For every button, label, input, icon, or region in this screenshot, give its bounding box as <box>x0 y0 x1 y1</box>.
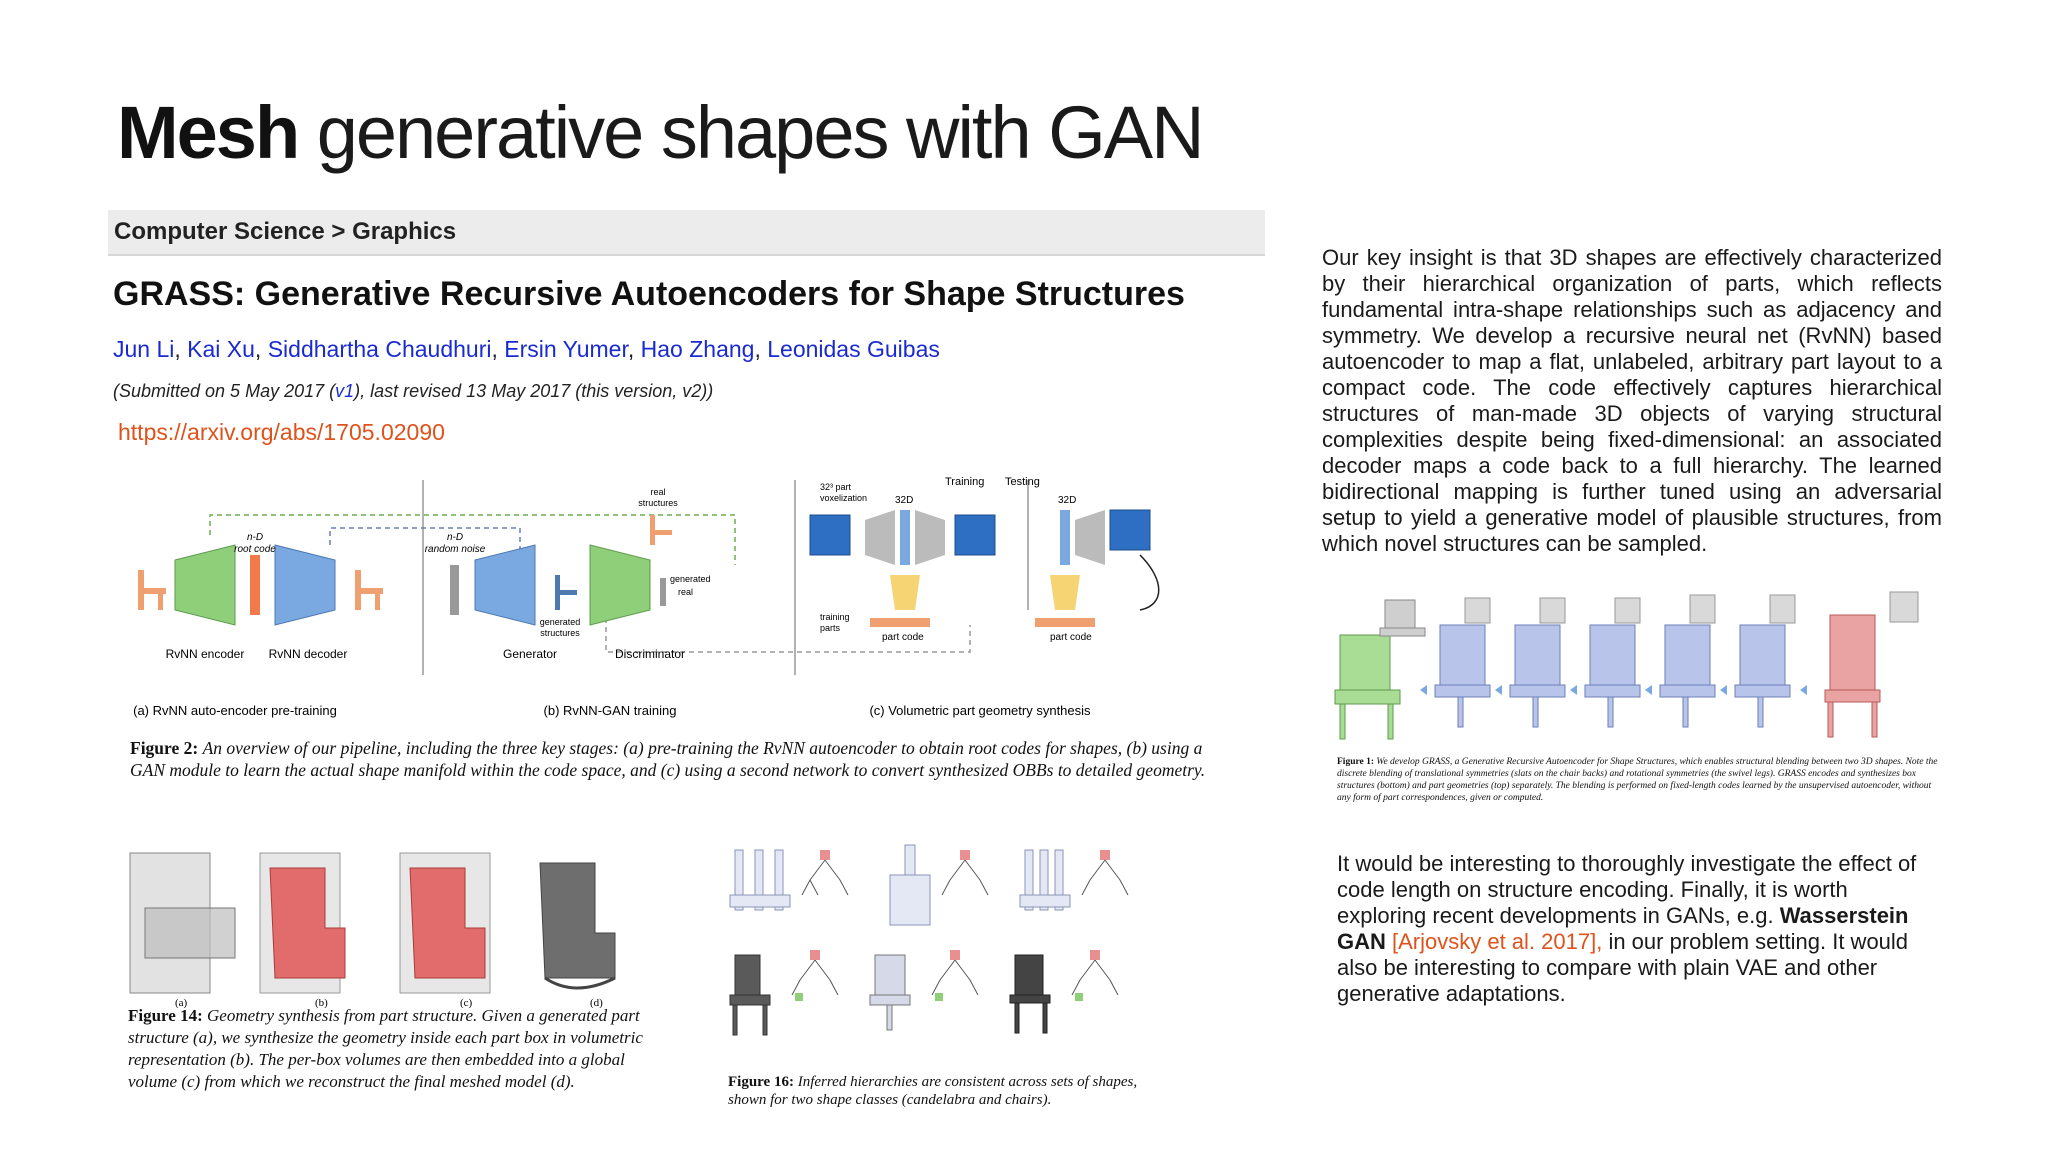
figure-14-label: Figure 14: <box>128 1006 203 1025</box>
decoder-trapezoid <box>274 544 336 626</box>
chair-icon <box>1589 624 1636 691</box>
svg-text:part code: part code <box>1050 632 1092 643</box>
sublabel-c: (c) <box>460 997 473 1008</box>
author-link[interactable]: Ersin Yumer <box>504 336 628 362</box>
figure-16-label: Figure 16: <box>728 1074 794 1090</box>
voxel-grid-icon <box>954 514 996 556</box>
future-text-b: in our problem setting. It would also be… <box>1337 929 1909 1006</box>
chair-icon <box>1009 954 1051 1034</box>
chair-global-volume <box>399 852 491 994</box>
author-link[interactable]: Jun Li <box>113 336 175 362</box>
title-bold-word: Mesh <box>117 91 300 174</box>
label-rvnn-decoder: RvNN decoder <box>269 647 348 661</box>
chair-icon <box>1514 624 1561 691</box>
figure-2-text: An overview of our pipeline, including t… <box>130 738 1206 780</box>
figure-14-caption: Figure 14: Geometry synthesis from part … <box>128 1005 648 1093</box>
svg-text:32D: 32D <box>1058 495 1076 506</box>
author-link[interactable]: Leonidas Guibas <box>767 336 940 362</box>
encoder-trapezoid <box>174 544 236 626</box>
arxiv-url-link[interactable]: https://arxiv.org/abs/1705.02090 <box>118 419 445 445</box>
citation-arjovsky: [Arjovsky et al. 2017], <box>1385 929 1603 954</box>
chair-voxel-parts <box>259 852 346 994</box>
figure-1-chair-blending <box>1334 591 1919 740</box>
slide-title: Mesh generative shapes with GAN <box>117 96 1205 170</box>
paper-title: GRASS: Generative Recursive Autoencoders… <box>113 275 1185 313</box>
submitted-prefix: (Submitted on 5 May 2017 ( <box>113 381 336 401</box>
chair-icon <box>355 570 383 610</box>
svg-text:Training: Training <box>945 476 984 488</box>
chair-icon <box>1439 624 1486 691</box>
chair-icon <box>729 954 771 1036</box>
chair-icon <box>1334 634 1401 740</box>
sublabel-d: (d) <box>590 997 603 1008</box>
chair-icon <box>1739 624 1786 691</box>
future-work-paragraph: It would be interesting to thoroughly in… <box>1337 851 1930 1007</box>
label-part-code: part code <box>882 632 924 643</box>
svg-text:real: real <box>678 587 693 597</box>
figure-1-caption: Figure 1: We develop GRASS, a Generative… <box>1337 756 1942 804</box>
chair-icon <box>1664 624 1711 691</box>
svg-text:32D: 32D <box>895 495 913 506</box>
figure-2-label: Figure 2: <box>130 738 199 758</box>
submitted-suffix: ), last revised 13 May 2017 (this versio… <box>354 381 714 401</box>
voxel-grid-icon <box>809 514 851 556</box>
submission-info: (Submitted on 5 May 2017 (v1), last revi… <box>113 381 713 402</box>
label-rvnn-encoder: RvNN encoder <box>166 647 245 661</box>
section-c-label: (c) Volumetric part geometry synthesis <box>869 703 1091 718</box>
svg-text:generated: generated <box>670 574 711 584</box>
chair-icon <box>869 954 911 1031</box>
svg-text:Testing: Testing <box>1005 476 1040 488</box>
figure-1-text: We develop GRASS, a Generative Recursive… <box>1337 757 1938 803</box>
title-rest: generative shapes with GAN <box>316 91 1205 174</box>
root-code-bar <box>250 555 260 615</box>
version-link[interactable]: v1 <box>335 381 355 401</box>
author-list: Jun Li, Kai Xu, Siddhartha Chaudhuri, Er… <box>113 336 940 362</box>
chair-icon <box>138 570 166 610</box>
author-link[interactable]: Siddhartha Chaudhuri <box>267 336 492 362</box>
voxel-grid-icon <box>1109 509 1151 551</box>
author-link[interactable]: Kai Xu <box>187 336 255 362</box>
insight-paragraph: Our key insight is that 3D shapes are ef… <box>1322 245 1942 556</box>
sublabel-b: (b) <box>315 997 328 1008</box>
sublabel-a: (a) <box>175 997 188 1008</box>
figure-16-text: Inferred hierarchies are consistent acro… <box>728 1074 1138 1108</box>
section-a-label: (a) RvNN auto-encoder pre-training <box>133 703 337 718</box>
figure-14-chairs: (a) (b) (c) (d) <box>129 852 616 1008</box>
noise-bar <box>450 565 459 615</box>
discriminator-trapezoid <box>589 544 651 626</box>
wasserstein-gan-term: Wasserstein GAN <box>1337 903 1909 954</box>
section-b-label: (b) RvNN-GAN training <box>544 703 677 718</box>
figure-16-hierarchies <box>729 844 1129 1036</box>
generator-trapezoid <box>474 544 536 626</box>
chair-icon <box>1824 614 1881 738</box>
figure-2-caption: Figure 2: An overview of our pipeline, i… <box>130 737 1240 781</box>
figure-1-label: Figure 1: <box>1337 757 1375 767</box>
figure-16-caption: Figure 16: Inferred hierarchies are cons… <box>728 1073 1168 1109</box>
author-link[interactable]: Hao Zhang <box>640 336 755 362</box>
chair-box-structure <box>129 852 236 994</box>
figure-14-text: Geometry synthesis from part structure. … <box>128 1006 643 1091</box>
label-generator: Generator <box>503 647 557 661</box>
arxiv-breadcrumb-bar: Computer Science > Graphics <box>108 210 1265 256</box>
chair-icon <box>1379 599 1426 637</box>
generated-chair-icon <box>555 575 577 610</box>
real-chair-icon <box>650 515 672 545</box>
chair-final-mesh <box>539 862 616 990</box>
future-text-a: It would be interesting to thoroughly in… <box>1337 851 1917 928</box>
label-discriminator: Discriminator <box>615 647 685 661</box>
breadcrumb: Computer Science > Graphics <box>114 218 457 245</box>
